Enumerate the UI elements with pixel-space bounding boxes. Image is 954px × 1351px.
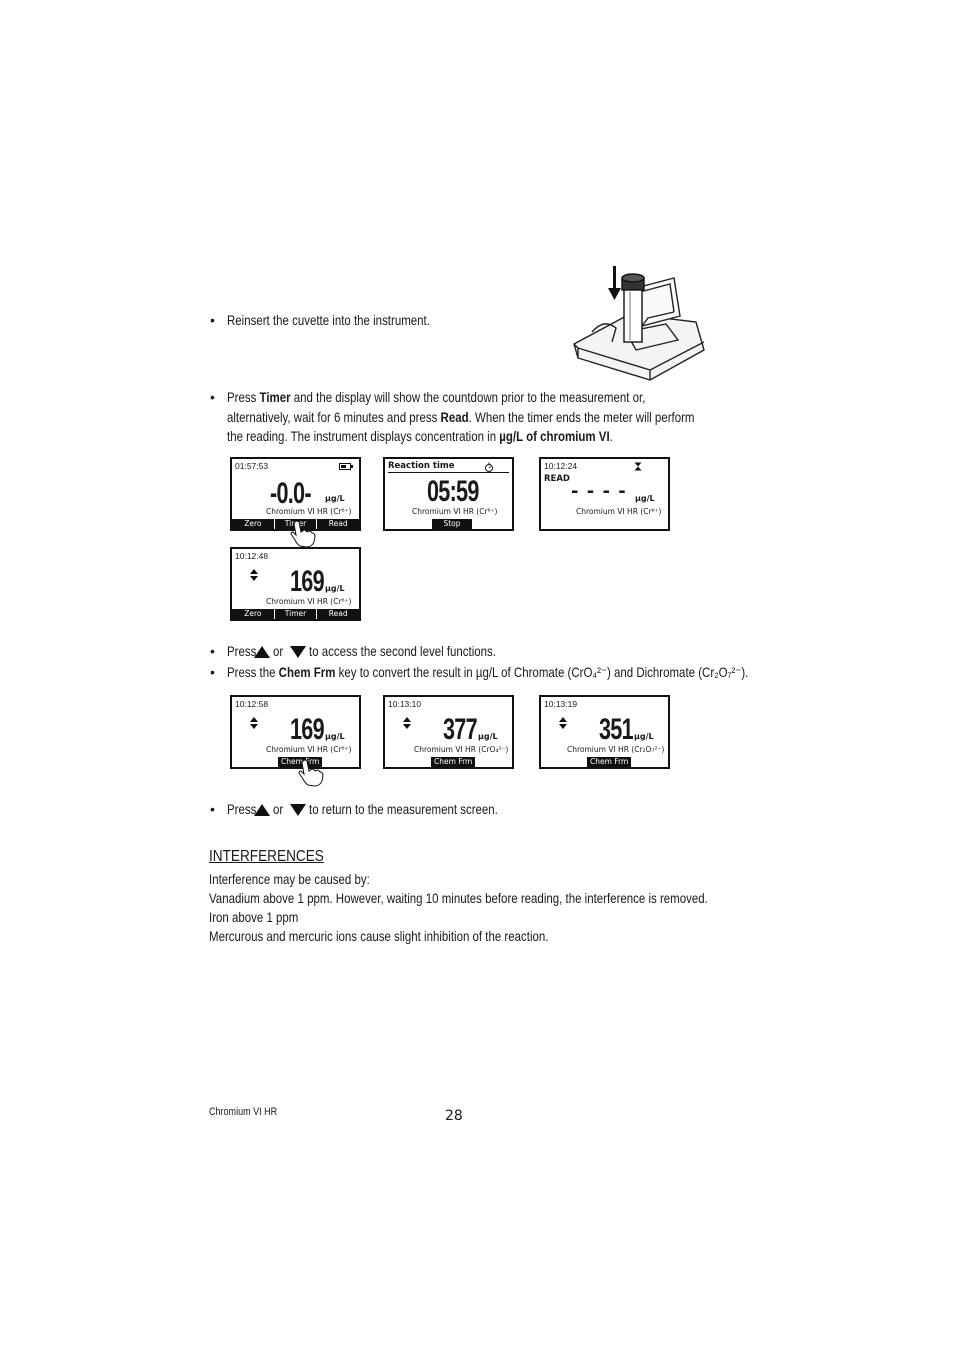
lcd-screen-chromium: 10:12:58 169 µg/L Chromium VI HR (Cr⁶⁺) … <box>230 695 361 769</box>
title-divider <box>388 472 509 473</box>
footer-method-text: Chromium VI HR <box>209 1106 278 1118</box>
down-arrow-key-icon <box>290 804 306 817</box>
reading-value: 377 <box>443 713 478 746</box>
step-press-timer-text: Press Timer and the display will show th… <box>227 388 701 447</box>
unit: µg/L <box>634 732 654 741</box>
reading-placeholder: - - - - <box>571 481 627 502</box>
stopwatch-icon <box>485 462 493 472</box>
chem-frm-softkey[interactable]: Chem Frm <box>278 757 323 767</box>
unit: µg/L <box>325 584 345 593</box>
pointing-hand-icon <box>290 520 316 548</box>
up-down-arrows-icon <box>250 569 258 581</box>
text-run: Press <box>227 801 257 817</box>
read-key-label: Read <box>440 408 469 425</box>
step-text: Reinsert the cuvette into the instrument… <box>227 312 430 328</box>
text-run: Press <box>227 643 257 659</box>
countdown-value: 05:59 <box>427 475 479 508</box>
unit: µg/L <box>325 494 345 503</box>
up-down-arrows-icon <box>559 717 567 729</box>
bullet: • <box>210 389 215 405</box>
screen-title: Reaction time <box>388 461 455 471</box>
status-text: READ <box>544 474 570 484</box>
method-label: Chromium VI HR (Cr⁶⁺) <box>266 745 352 754</box>
bullet: • <box>210 801 215 817</box>
text-run: and the display will show the countdown … <box>227 389 646 425</box>
step-text: Press the Chem Frm key to convert the re… <box>227 664 748 681</box>
lcd-screen-reading: 10:12:24 READ - - - - µg/L Chromium VI H… <box>539 457 670 531</box>
chem-frm-softkey[interactable]: Chem Frm <box>587 757 632 767</box>
bullet: • <box>210 664 215 680</box>
reading-value: 169 <box>290 713 325 746</box>
page-number: 28 <box>445 1108 463 1124</box>
instrument-illustration <box>573 266 705 381</box>
battery-icon <box>339 463 353 470</box>
text-run: key to convert the result in µg/L of Chr… <box>335 664 749 680</box>
timer-key-label: Timer <box>259 389 291 405</box>
text-run: Press <box>227 389 260 405</box>
text-run: . When the timer ends the meter will per… <box>227 408 695 445</box>
clock: 10:13:10 <box>388 699 422 709</box>
lcd-screen-dichromate: 10:13:19 351 µg/L Chromium VI HR (Cr₂O₇²… <box>539 695 670 769</box>
clock: 01:57:53 <box>235 461 269 471</box>
interference-line: Vanadium above 1 ppm. However, waiting 1… <box>209 890 708 906</box>
clock: 10:12:48 <box>235 551 269 561</box>
clock: 10:13:19 <box>544 699 578 709</box>
text-run: Press the <box>227 664 279 680</box>
text-run: to return to the measurement screen. <box>309 801 498 817</box>
interferences-section: INTERFERENCES <box>209 848 344 866</box>
footer-method: Chromium VI HR <box>209 1102 292 1120</box>
up-down-arrows-icon <box>403 717 411 729</box>
method-label: Chromium VI HR (Cr⁶⁺) <box>266 597 352 606</box>
interferences-list: Interference may be caused by: Vanadium … <box>209 870 817 946</box>
zero-softkey[interactable]: Zero <box>232 609 274 619</box>
down-arrow-key-icon <box>290 646 306 659</box>
lcd-screen-chromate: 10:13:10 377 µg/L Chromium VI HR (CrO₄²⁻… <box>383 695 514 769</box>
text-run: or <box>273 801 284 817</box>
timer-softkey[interactable]: Timer <box>274 609 317 619</box>
softkey-bar: Zero Timer Read <box>232 609 360 619</box>
interference-line: Iron above 1 ppm <box>209 909 299 925</box>
reading-value: 351 <box>599 713 634 746</box>
interference-line: Interference may be caused by: <box>209 871 370 887</box>
clock: 10:12:58 <box>235 699 269 709</box>
unit-label: µg/L of chromium VI <box>499 428 610 444</box>
up-arrow-key-icon <box>254 804 270 817</box>
reading-value: 169 <box>290 565 325 598</box>
unit: µg/L <box>478 732 498 741</box>
section-heading: INTERFERENCES <box>209 848 324 865</box>
zero-softkey[interactable]: Zero <box>232 519 274 529</box>
bullet: • <box>210 643 215 659</box>
interference-line: Mercurous and mercuric ions cause slight… <box>209 928 549 944</box>
method-label: Chromium VI HR (Cr⁶⁺) <box>412 507 498 516</box>
text-run: or <box>273 643 284 659</box>
method-label: Chromium VI HR (Cr⁶⁺) <box>266 507 352 516</box>
chem-frm-key-label: Chem Frm <box>278 664 336 680</box>
stop-softkey[interactable]: Stop <box>432 519 472 529</box>
reading-value: -0.0- <box>270 477 312 510</box>
read-softkey[interactable]: Read <box>317 609 360 619</box>
text-run: to access the second level functions. <box>309 643 496 659</box>
chem-frm-softkey[interactable]: Chem Frm <box>431 757 476 767</box>
clock: 10:12:24 <box>544 461 578 471</box>
unit: µg/L <box>635 494 655 503</box>
up-arrow-key-icon <box>254 646 270 659</box>
hourglass-icon <box>634 462 642 471</box>
method-label: Chromium VI HR (Cr₂O₇²⁻) <box>567 745 665 754</box>
lcd-screen-result: 10:12:48 169 µg/L Chromium VI HR (Cr⁶⁺) … <box>230 547 361 621</box>
pointing-hand-icon <box>298 759 324 787</box>
method-label: Chromium VI HR (CrO₄²⁻) <box>414 745 509 754</box>
bullet: • <box>210 312 215 328</box>
read-softkey[interactable]: Read <box>317 519 360 529</box>
unit: µg/L <box>325 732 345 741</box>
up-down-arrows-icon <box>250 717 258 729</box>
method-label: Chromium VI HR (Cr⁶⁺) <box>576 507 662 516</box>
lcd-screen-reaction-time: Reaction time 05:59 Chromium VI HR (Cr⁶⁺… <box>383 457 514 531</box>
text-run: . <box>609 428 613 444</box>
